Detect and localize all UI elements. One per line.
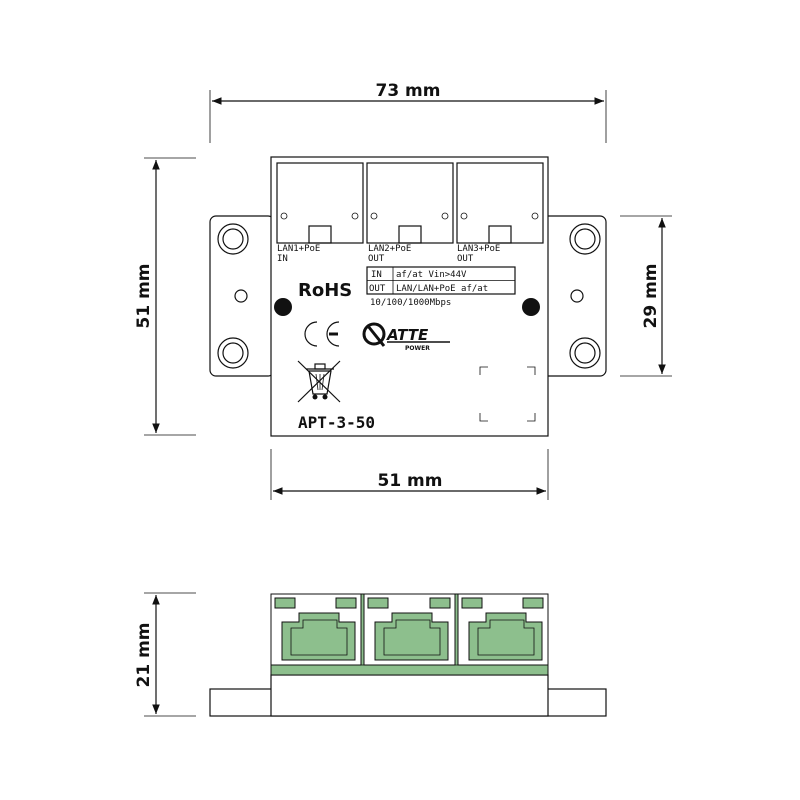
port-lan1 bbox=[276, 162, 364, 244]
dimension-height-right: 29 mm bbox=[620, 215, 672, 377]
dimension-height-left: 51 mm bbox=[134, 157, 196, 436]
port-lan1-dir: IN bbox=[277, 254, 288, 264]
port-lan2 bbox=[366, 162, 454, 244]
port-lan3 bbox=[456, 162, 544, 244]
logo-brand: ATTE bbox=[386, 326, 429, 344]
model-label: APT-3-50 bbox=[298, 413, 375, 432]
dimension-height-side: 21 mm bbox=[134, 592, 196, 717]
side-port-1 bbox=[270, 593, 362, 666]
port-lan2-label: LAN2+PoE bbox=[368, 244, 411, 254]
side-body bbox=[270, 674, 549, 717]
spec-row-in-label: IN bbox=[371, 270, 382, 280]
spec-table: IN af/at Vin>44V OUT LAN/LAN+PoE af/at 1… bbox=[366, 266, 516, 308]
port-lan3-label: LAN3+PoE bbox=[457, 244, 500, 254]
port-lan3-dir: OUT bbox=[457, 254, 474, 264]
right-mounting-flange bbox=[541, 215, 607, 377]
spec-row-out-label: OUT bbox=[369, 284, 386, 294]
port-lan1-label: LAN1+PoE bbox=[277, 244, 320, 254]
device-top-view: LAN1+PoE IN LAN2+PoE OUT LAN3+PoE OUT IN… bbox=[209, 156, 607, 437]
dimension-width-bottom-label: 51 mm bbox=[377, 471, 442, 491]
spec-speed: 10/100/1000Mbps bbox=[370, 298, 451, 308]
dimension-height-right-label: 29 mm bbox=[641, 263, 661, 328]
dimension-width-bottom: 51 mm bbox=[270, 449, 549, 500]
atte-logo-icon: ATTE POWER bbox=[362, 322, 450, 352]
side-port-2 bbox=[363, 593, 456, 666]
dimension-width-top-label: 73 mm bbox=[375, 81, 440, 101]
port-lan2-dir: OUT bbox=[368, 254, 385, 264]
rohs-mark: RoHS bbox=[298, 280, 352, 301]
right-led-dot bbox=[522, 298, 540, 316]
left-mounting-flange bbox=[209, 215, 275, 377]
weee-crossed-bin-icon bbox=[297, 360, 341, 403]
dimension-width-top: 73 mm bbox=[209, 81, 607, 143]
left-led-dot bbox=[274, 298, 292, 316]
spec-row-out-value: LAN/LAN+PoE af/at bbox=[396, 284, 488, 294]
device-side-view bbox=[209, 593, 607, 717]
logo-sub: POWER bbox=[405, 345, 430, 352]
side-port-3 bbox=[457, 593, 549, 666]
dimension-height-left-label: 51 mm bbox=[134, 263, 154, 328]
spec-row-in-value: af/at Vin>44V bbox=[396, 270, 467, 280]
dimension-height-side-label: 21 mm bbox=[134, 622, 154, 687]
ce-mark-icon: CE bbox=[304, 321, 340, 347]
device-body bbox=[270, 156, 549, 437]
label-area-corners bbox=[479, 366, 536, 422]
